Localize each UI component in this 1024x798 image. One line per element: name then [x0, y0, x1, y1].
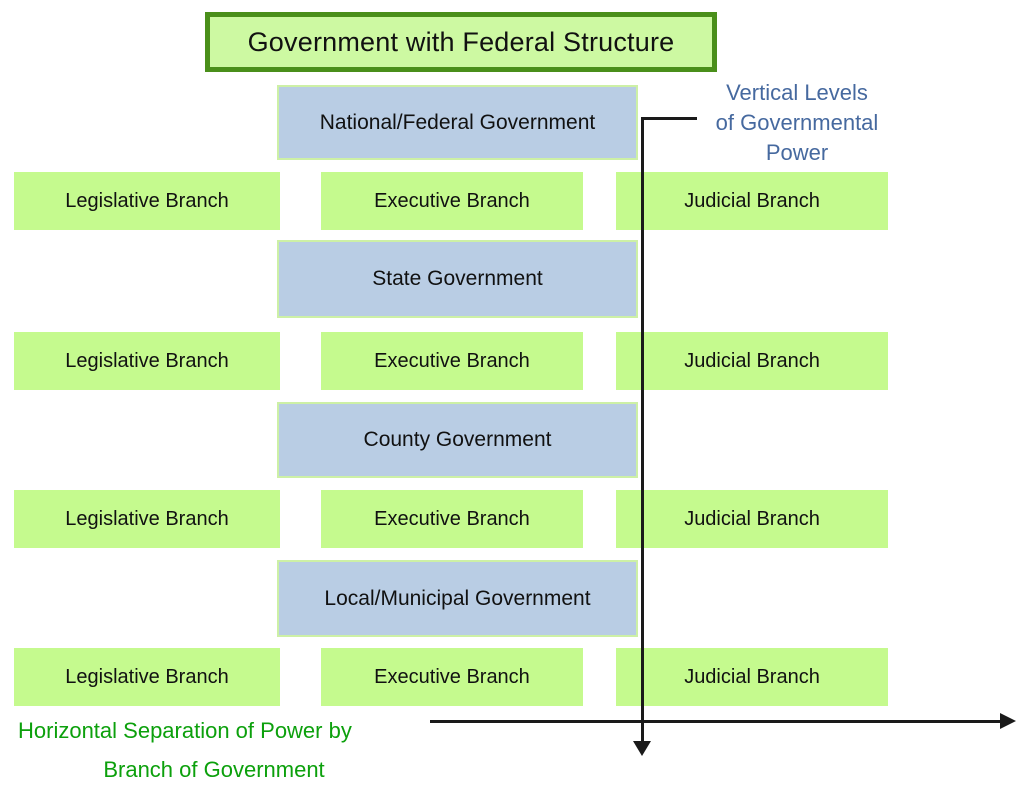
branch-box-national-judicial: Judicial Branch: [616, 172, 888, 230]
right-arrow-icon: [1000, 713, 1016, 729]
branch-label: Executive Branch: [374, 189, 530, 212]
branch-label: Executive Branch: [374, 665, 530, 688]
branch-box-state-legislative: Legislative Branch: [14, 332, 280, 390]
branch-box-national-executive: Executive Branch: [321, 172, 583, 230]
branch-box-county-executive: Executive Branch: [321, 490, 583, 548]
branch-box-county-judicial: Judicial Branch: [616, 490, 888, 548]
vertical-axis-label-line1: Vertical Levels: [726, 80, 868, 105]
level-box-state: State Government: [277, 240, 638, 318]
branch-label: Legislative Branch: [65, 507, 229, 530]
horizontal-axis-label-line2: Branch of Government: [103, 757, 325, 782]
horizontal-axis-label: Horizontal Separation of Power by Branch…: [18, 711, 410, 789]
diagram-title-box: Government with Federal Structure: [205, 12, 717, 72]
branch-label: Legislative Branch: [65, 665, 229, 688]
branch-box-county-legislative: Legislative Branch: [14, 490, 280, 548]
branch-label: Judicial Branch: [684, 665, 820, 688]
branch-box-state-executive: Executive Branch: [321, 332, 583, 390]
level-box-national: National/Federal Government: [277, 85, 638, 160]
branch-box-local-executive: Executive Branch: [321, 648, 583, 706]
branch-box-state-judicial: Judicial Branch: [616, 332, 888, 390]
branch-label: Legislative Branch: [65, 349, 229, 372]
branch-box-local-legislative: Legislative Branch: [14, 648, 280, 706]
level-box-local: Local/Municipal Government: [277, 560, 638, 637]
down-arrow-icon: [633, 741, 651, 756]
branch-label: Executive Branch: [374, 507, 530, 530]
branch-label: Judicial Branch: [684, 189, 820, 212]
level-label: State Government: [372, 267, 543, 290]
vertical-axis-label-line2: of Governmental: [715, 110, 879, 135]
vertical-axis-label-line3: Power: [765, 140, 829, 165]
horizontal-axis-label-line1: Horizontal Separation of Power by: [18, 718, 352, 743]
diagram-title: Government with Federal Structure: [247, 26, 675, 57]
vertical-arrow-line: [641, 117, 644, 741]
branch-label: Judicial Branch: [684, 507, 820, 530]
level-label: Local/Municipal Government: [324, 586, 591, 610]
branch-label: Legislative Branch: [65, 189, 229, 212]
branch-box-national-legislative: Legislative Branch: [14, 172, 280, 230]
level-label: County Government: [363, 428, 552, 451]
level-label: National/Federal Government: [319, 110, 596, 134]
horizontal-arrow-line: [430, 720, 1002, 723]
branch-label: Judicial Branch: [684, 349, 820, 372]
level-box-county: County Government: [277, 402, 638, 478]
vertical-arrow-elbow-line: [643, 117, 697, 120]
vertical-axis-label: Vertical Levels of Governmental Power: [688, 78, 906, 168]
branch-box-local-judicial: Judicial Branch: [616, 648, 888, 706]
branch-label: Executive Branch: [374, 349, 530, 372]
